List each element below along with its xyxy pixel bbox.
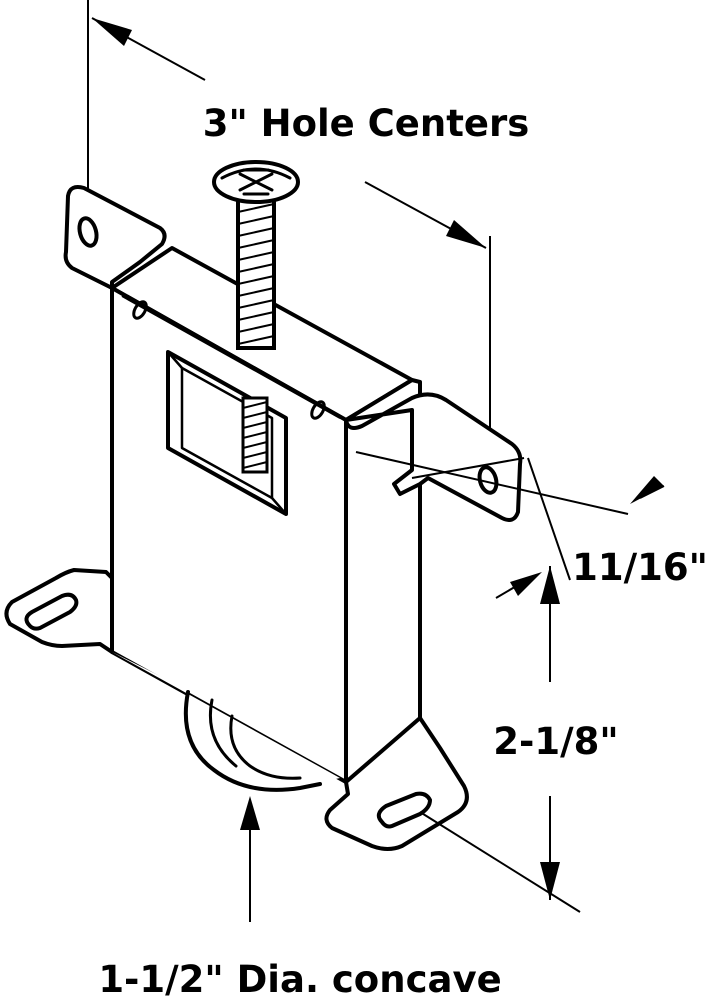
width-dimension — [355, 451, 665, 599]
mounting-hole-right — [477, 465, 499, 495]
phillips-cross — [238, 168, 274, 196]
arrowhead-right — [446, 220, 486, 248]
screw-in-window — [241, 396, 269, 474]
housing-side-face — [344, 378, 422, 784]
bottom-right-mounting-tab — [324, 716, 469, 851]
rivet-left — [132, 300, 148, 320]
arrowhead-left — [92, 18, 132, 46]
rivet-right — [310, 400, 326, 420]
label-wheel-diameter: 1-1/2" Dia. concave — [98, 958, 501, 1000]
label-width: 11/16" — [572, 546, 708, 589]
top-right-mounting-tab — [344, 392, 523, 522]
bottom-left-mounting-tab — [4, 568, 114, 654]
height-dimension — [419, 566, 581, 913]
top-edge-line — [121, 295, 341, 419]
housing — [110, 246, 422, 784]
slot-right — [376, 791, 432, 829]
top-left-mounting-tab — [63, 185, 167, 290]
slot-left — [24, 592, 79, 631]
screw-shank — [236, 198, 276, 350]
adjustment-screw — [212, 160, 300, 350]
wheel-leader — [240, 796, 260, 922]
label-hole-centers: 3" Hole Centers — [203, 102, 530, 145]
concave-wheel — [112, 652, 340, 792]
mounting-hole-left — [77, 216, 99, 248]
label-height: 2-1/8" — [493, 720, 618, 763]
